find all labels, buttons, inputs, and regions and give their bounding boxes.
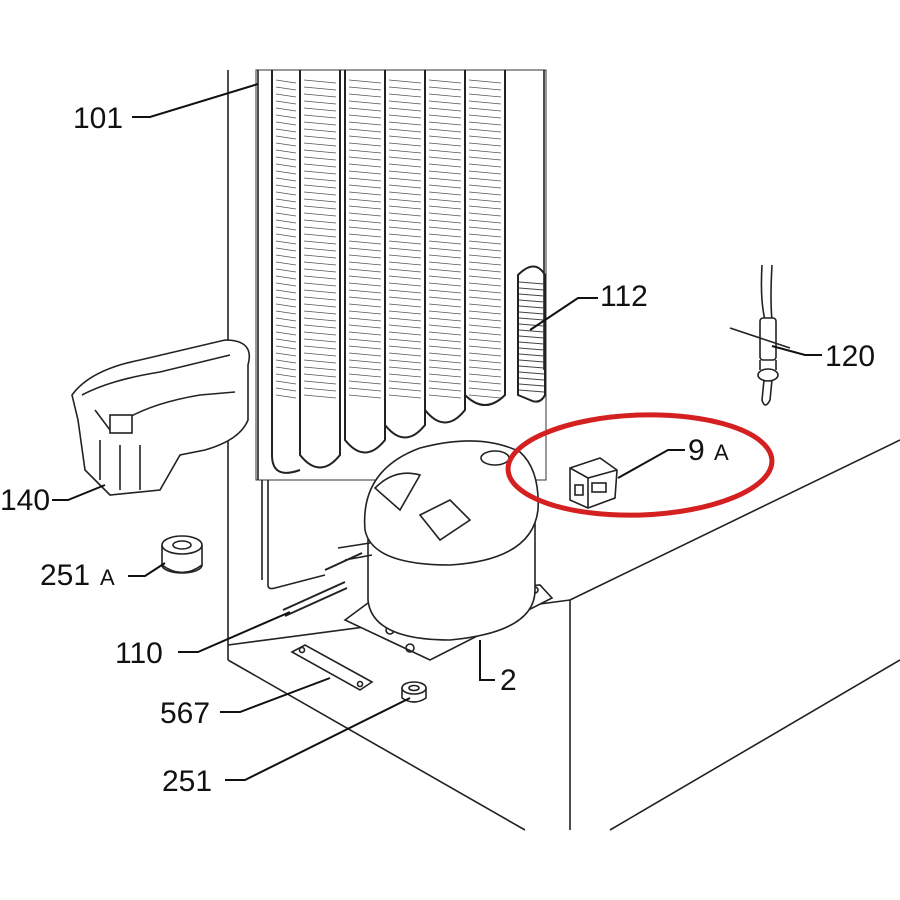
label-condenser: 101 bbox=[73, 102, 123, 135]
label-grommet-a-suffix: A bbox=[100, 565, 115, 590]
pipe bbox=[282, 552, 363, 617]
part-labels: 101 112 120 9 A 140 251 A 110 2 567 251 bbox=[0, 102, 875, 798]
condenser-coil bbox=[255, 69, 547, 590]
cabinet-outline bbox=[227, 70, 900, 831]
label-grommet-a-number: 251 bbox=[40, 559, 90, 592]
label-start-relay-suffix: A bbox=[714, 440, 729, 465]
relay-wires bbox=[729, 264, 791, 406]
label-grommet: 251 bbox=[162, 765, 212, 798]
drip-tray bbox=[71, 339, 250, 496]
start-relay bbox=[569, 457, 618, 509]
label-compressor: 2 bbox=[500, 664, 517, 697]
label-pipe: 110 bbox=[115, 637, 163, 670]
label-bracket: 567 bbox=[160, 697, 210, 730]
label-drain-tube: 112 bbox=[600, 280, 648, 313]
grommet-a bbox=[161, 535, 203, 574]
highlight-ellipse bbox=[505, 412, 775, 518]
bracket bbox=[290, 644, 374, 691]
drain-tube bbox=[517, 265, 546, 403]
label-start-relay-number: 9 bbox=[688, 434, 705, 467]
label-drip-tray: 140 bbox=[0, 484, 50, 517]
grommet-nut bbox=[401, 681, 427, 703]
compressor bbox=[337, 440, 554, 661]
label-relay-wires: 120 bbox=[825, 340, 875, 373]
leader-lines bbox=[52, 83, 822, 781]
